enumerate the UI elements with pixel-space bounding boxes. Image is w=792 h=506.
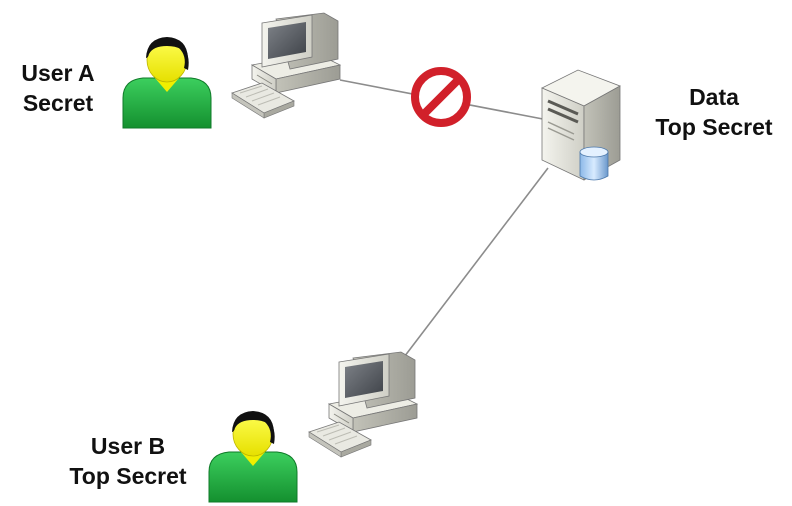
user-a-name: User A <box>21 60 95 86</box>
workstation-a-computer-icon <box>231 12 341 119</box>
connection-user-b-to-data <box>397 167 549 366</box>
workstation-b-computer-icon <box>308 351 418 458</box>
data-label: Data Top Secret <box>636 82 792 142</box>
user-b-label: User B Top Secret <box>48 431 208 491</box>
user-a-clearance: Secret <box>22 90 94 116</box>
data-classification: Top Secret <box>655 114 773 140</box>
user-a-label: User A Secret <box>6 58 110 118</box>
prohibited-icon <box>411 67 471 127</box>
server-database-icon <box>541 69 621 181</box>
user-b-clearance: Top Secret <box>69 463 187 489</box>
data-name: Data <box>689 84 739 110</box>
user-b-icon <box>208 410 298 503</box>
user-a-icon <box>122 36 212 129</box>
user-b-name: User B <box>90 433 166 459</box>
